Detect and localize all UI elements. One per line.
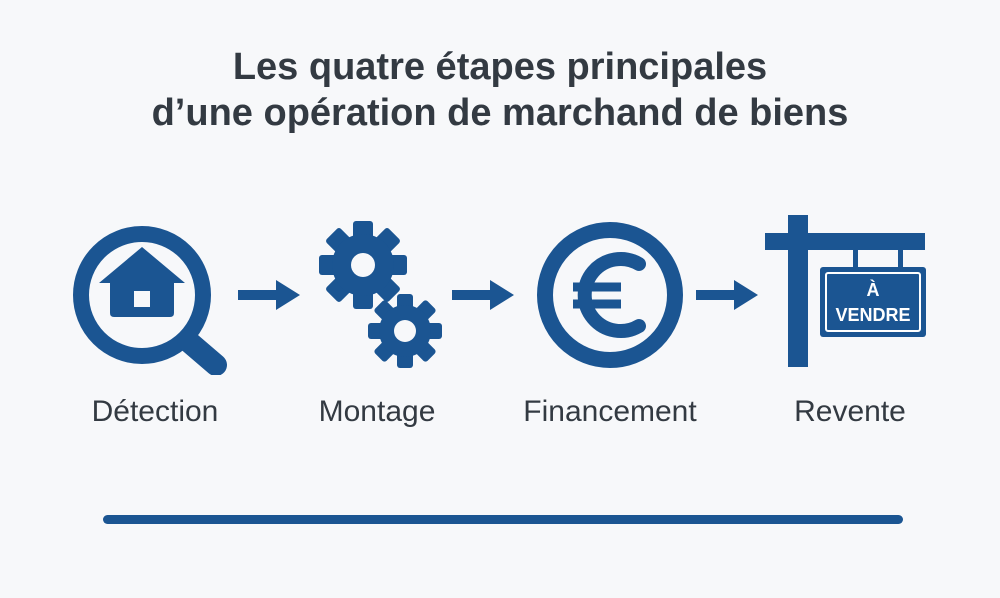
sign-text-line-1: À — [867, 279, 880, 300]
step-label-financement: Financement — [523, 395, 697, 428]
house-search-icon — [73, 226, 227, 375]
title-line-1: Les quatre étapes principales — [232, 46, 768, 88]
arrow-icon — [238, 280, 300, 310]
small-gear — [368, 294, 442, 368]
sign-text-line-2: VENDRE — [835, 305, 910, 325]
gears-icon — [319, 221, 442, 368]
for-sale-sign-icon: À VENDRE — [765, 215, 926, 367]
arrow-icon — [452, 280, 514, 310]
bottom-divider — [103, 515, 903, 524]
step-label-revente: Revente — [794, 395, 906, 428]
step-label-detection: Détection — [91, 395, 219, 428]
step-label-montage: Montage — [318, 395, 436, 428]
euro-icon — [537, 222, 683, 368]
diagram-title: Les quatre étapes principales d’une opér… — [0, 44, 1000, 136]
arrow-icon — [696, 280, 758, 310]
title-line-2: d’une opération de marchand de biens — [151, 92, 849, 134]
large-gear — [319, 221, 407, 309]
